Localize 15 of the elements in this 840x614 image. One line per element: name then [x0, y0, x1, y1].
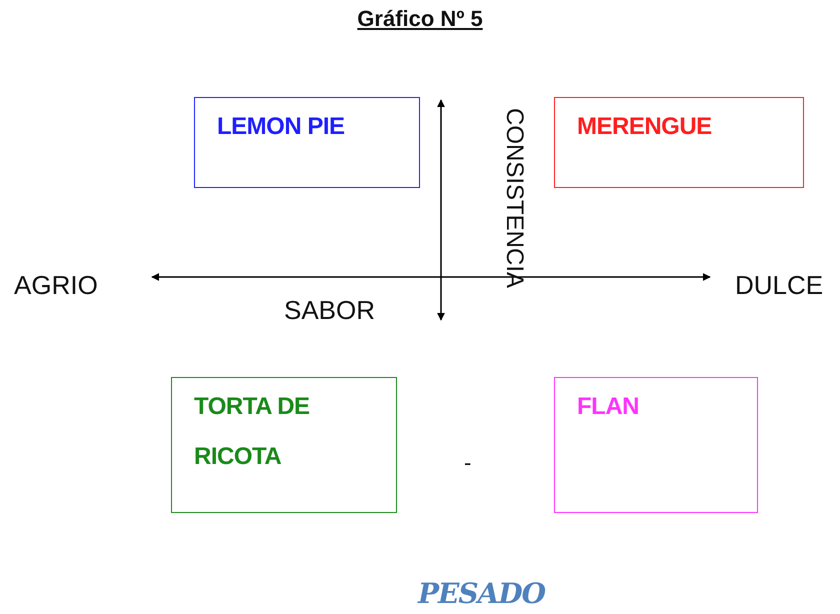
quadrant-box [171, 377, 397, 513]
axis-label: AGRIO [14, 272, 98, 298]
quadrant-box [554, 97, 804, 188]
dessert-label: TORTA DE RICOTA [194, 392, 311, 472]
axis-label: SABOR [284, 297, 376, 323]
quadrant-box [194, 97, 420, 188]
dash-mark: - [464, 452, 472, 474]
dessert-label: LEMON PIE [217, 112, 345, 142]
axis-label: DULCE [735, 272, 824, 298]
dessert-label: FLAN [577, 392, 639, 422]
axis-label: CONSISTENCIA [502, 108, 526, 288]
quadrant-note: PESADO [418, 580, 546, 608]
chart-title: Gráfico Nº 5 [357, 6, 483, 31]
dessert-label: MERENGUE [577, 112, 712, 142]
quadrant-box [554, 377, 758, 513]
